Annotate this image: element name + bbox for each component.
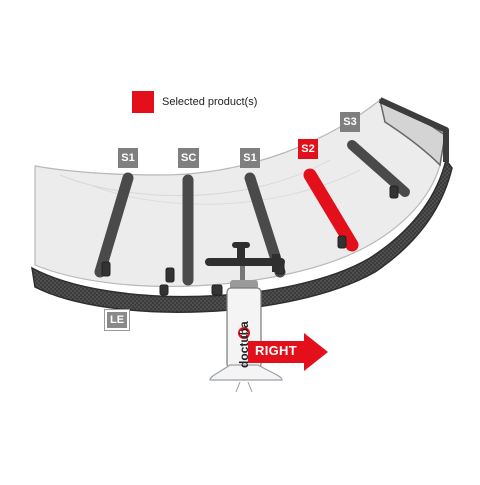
tag-sc: SC [178, 148, 200, 168]
legend-swatch [132, 91, 154, 113]
strut-s3 [347, 140, 410, 197]
legend: Selected product(s) [132, 91, 257, 113]
legend-label: Selected product(s) [162, 96, 258, 108]
tag-s3: S3 [340, 112, 360, 132]
wingtip-panel [378, 98, 446, 167]
tag-le: LE [105, 310, 130, 330]
tag-s2-selected: S2 [298, 139, 318, 159]
strut-s1-left [94, 172, 134, 278]
strut-valves [101, 185, 399, 296]
tag-s1-left: S1 [118, 148, 138, 168]
strut-s2-selected [303, 168, 359, 252]
tag-s1-mid: S1 [240, 148, 260, 168]
pump-brand-text: doctuba [237, 321, 251, 368]
direction-label: RIGHT [255, 343, 297, 358]
leading-edge [31, 158, 453, 313]
right-arrow-icon [248, 333, 328, 371]
